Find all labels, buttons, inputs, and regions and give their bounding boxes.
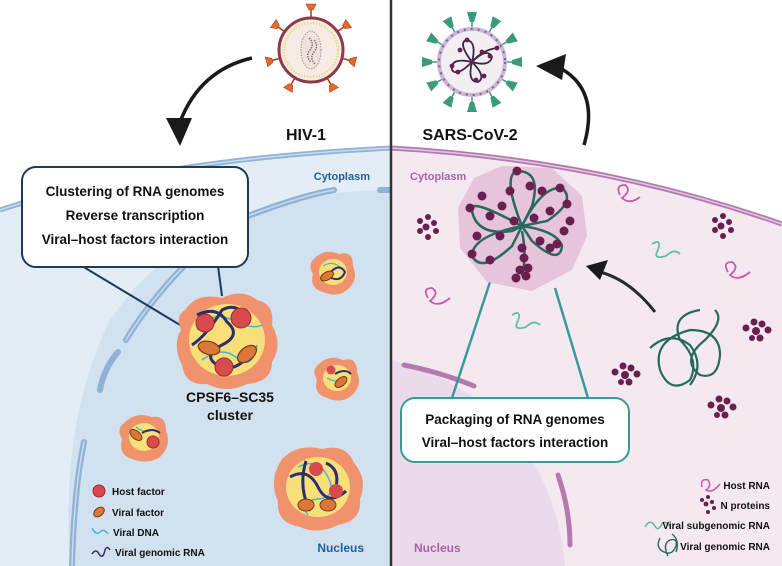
cluster-label: CPSF6–SC35 <box>186 389 274 405</box>
sars-cov-2-label: SARS-CoV-2 <box>422 127 517 144</box>
legend-label: Viral genomic RNA <box>680 542 770 553</box>
host-rna-icon <box>700 478 721 492</box>
sars-cytoplasm-label: Cytoplasm <box>410 171 466 183</box>
sars-cov-2-virion-icon <box>422 12 522 112</box>
hiv-legend: Host factor Viral factor Viral DNA Viral… <box>91 484 205 559</box>
assembly-arrow-icon <box>586 260 657 313</box>
sars-legend: Host RNA N proteins Viral subgenomic RNA… <box>644 478 771 557</box>
hiv-cytoplasm-label: Cytoplasm <box>314 171 370 183</box>
hiv-label: HIV-1 <box>286 127 326 144</box>
n-proteins-icon <box>700 495 716 514</box>
sars-nucleus-label: Nucleus <box>414 541 461 555</box>
legend-label: N proteins <box>721 501 771 512</box>
cluster-label: cluster <box>207 407 253 423</box>
info-box-connector <box>217 265 223 297</box>
info-box-connector <box>81 265 186 329</box>
hiv-virion-icon <box>264 3 358 93</box>
viral-genomic-rna-tangle <box>649 308 722 387</box>
small-cluster <box>314 357 359 401</box>
cpsf6-sc35-cluster <box>176 293 278 389</box>
sars-info-line: Viral–host factors interaction <box>422 435 609 450</box>
legend-label: Host factor <box>112 487 165 498</box>
info-box-connector <box>450 281 492 399</box>
sars-info-line: Packaging of RNA genomes <box>425 412 605 427</box>
rnp-condensate <box>458 166 587 291</box>
hiv-panel: HIV-1 Cytoplasm Clustering of RNA genome… <box>0 3 391 566</box>
viral-subgenomic-rna-icon <box>644 521 671 530</box>
viral-genomic-rna-icon <box>91 546 111 557</box>
legend-label: Host RNA <box>723 481 770 492</box>
legend-label: Viral genomic RNA <box>115 548 205 559</box>
sars-panel: SARS-CoV-2 Cytoplasm Nucleus Packaging o… <box>391 12 782 566</box>
hiv-info-line: Reverse transcription <box>66 208 205 223</box>
viral-dna-icon <box>91 527 109 535</box>
legend-label: Viral subgenomic RNA <box>662 521 770 532</box>
large-cluster <box>273 447 363 531</box>
host-rna <box>424 184 751 305</box>
viral-genomic-rna-icon <box>657 533 679 557</box>
sars-nuclear-envelope <box>401 362 573 548</box>
info-box-connector <box>553 287 590 399</box>
sars-info-box <box>400 397 630 463</box>
small-cluster <box>119 415 168 462</box>
legend-label: Viral DNA <box>113 528 159 539</box>
hiv-nucleus-label: Nucleus <box>317 541 364 555</box>
entry-arrow-icon <box>166 56 253 146</box>
exit-arrow-icon <box>536 54 591 146</box>
hiv-info-line: Viral–host factors interaction <box>42 232 229 247</box>
host-factor-icon <box>92 484 106 498</box>
viral-factor-icon <box>93 506 105 518</box>
hiv-info-box <box>21 166 249 268</box>
hiv-info-line: Clustering of RNA genomes <box>46 184 225 199</box>
viral-subgenomic-rna <box>511 241 681 330</box>
small-cluster <box>310 251 355 295</box>
n-protein-cluster <box>417 213 772 419</box>
legend-label: Viral factor <box>112 508 164 519</box>
